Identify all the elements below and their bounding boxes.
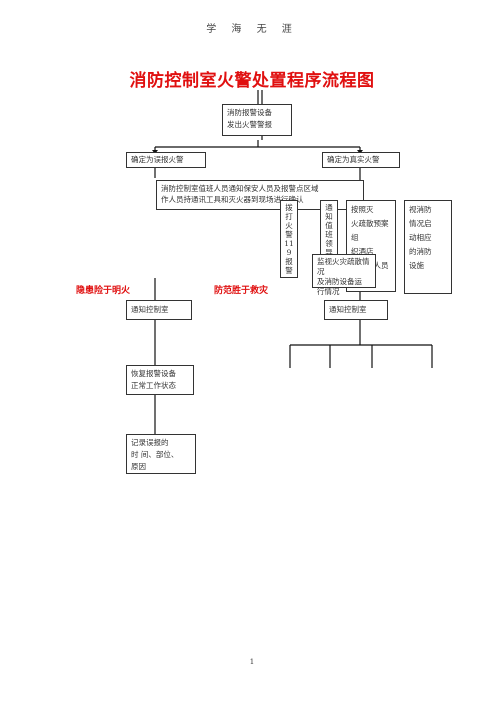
record-line-2: 时 间、部位、: [131, 450, 179, 459]
alarm-line-2: 发出火警警报: [227, 120, 272, 129]
monitor-line-3: 动相应: [409, 233, 432, 242]
slogan-right: 防范胜于救灾: [214, 286, 269, 296]
notify-leader-label: 通知值班领导: [325, 203, 333, 257]
true-fire-label: 确定为真实火警: [327, 155, 380, 164]
true-fire-node: 确定为真实火警: [322, 152, 400, 168]
slogan-left: 隐患险于明火: [76, 286, 131, 296]
restore-line-2: 正常工作状态: [131, 381, 176, 390]
start-plan-line-1: 按照灭: [351, 205, 374, 214]
start-plan-line-2: 火疏散预案组: [351, 219, 389, 242]
monitor-node: 视消防 情况启 动相应 的消防 设施: [404, 200, 452, 294]
false-alarm-label: 确定为误报火警: [131, 155, 184, 164]
monitor-status-line-2: 及消防设备运: [317, 277, 362, 286]
notify-control-left-label: 通知控制室: [131, 305, 169, 314]
page-number: 1: [249, 658, 255, 666]
call-119-node: 拨打火警119报警: [280, 200, 298, 278]
monitor-status-line-3: 行情况: [317, 287, 340, 296]
restore-node: 恢复报警设备 正常工作状态: [126, 365, 194, 395]
monitor-line-1: 视消防: [409, 205, 432, 214]
alarm-node: 消防报警设备 发出火警警报: [222, 104, 292, 136]
monitor-line-2: 情况启: [409, 219, 432, 228]
notify-control-right-node: 通知控制室: [324, 300, 388, 320]
record-line-3: 原因: [131, 462, 146, 471]
monitor-line-5: 设施: [409, 261, 424, 270]
restore-line-1: 恢复报警设备: [131, 369, 176, 378]
notify-control-left-node: 通知控制室: [126, 300, 192, 320]
record-node: 记录误报的 时 间、部位、 原因: [126, 434, 196, 474]
start-plan-line-3: 织酒店: [351, 247, 374, 256]
monitor-status-line-1: 监视火灾疏散情况: [317, 257, 370, 276]
page-title: 消防控制室火警处置程序流程图: [129, 71, 375, 91]
page-header: 学 海 无 涯: [206, 24, 298, 35]
monitor-line-4: 的消防: [409, 247, 432, 256]
false-alarm-node: 确定为误报火警: [126, 152, 206, 168]
duty-notify-line-2: 作人员持通讯工具和灭火器到现场进行确认: [161, 195, 304, 204]
alarm-line-1: 消防报警设备: [227, 108, 272, 117]
notify-control-right-label: 通知控制室: [329, 305, 367, 314]
record-line-1: 记录误报的: [131, 438, 169, 447]
monitor-status-node: 监视火灾疏散情况 及消防设备运 行情况: [312, 254, 376, 296]
call-119-label: 拨打火警119报警: [284, 203, 294, 275]
duty-notify-line-1: 消防控制室值班人员通知保安人员及报警点区域: [161, 184, 319, 193]
